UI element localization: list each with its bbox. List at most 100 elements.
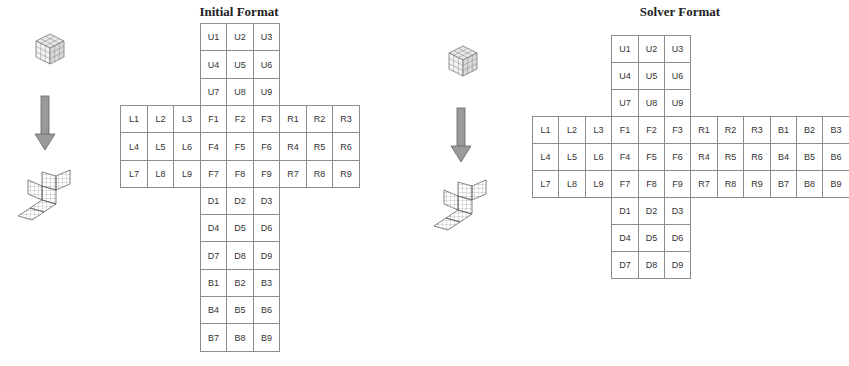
cell-label: L6 bbox=[182, 142, 192, 152]
cell-label: L8 bbox=[155, 169, 165, 179]
cell-label: R1 bbox=[698, 125, 710, 135]
cell-label: B6 bbox=[830, 152, 841, 162]
cell-label: R4 bbox=[287, 142, 299, 152]
face-cell: L6 bbox=[585, 143, 612, 171]
cell-label: B2 bbox=[804, 125, 815, 135]
face-cell: R6 bbox=[743, 143, 771, 171]
face-cell: B9 bbox=[253, 323, 280, 352]
cell-label: B4 bbox=[778, 152, 789, 162]
cell-label: D4 bbox=[619, 233, 631, 243]
cell-label: U8 bbox=[234, 87, 246, 97]
face-cell: D2 bbox=[226, 187, 254, 215]
cell-label: B7 bbox=[778, 179, 789, 189]
cell-label: L7 bbox=[129, 169, 139, 179]
cell-label: L1 bbox=[129, 114, 139, 124]
face-cell: F2 bbox=[226, 105, 254, 133]
cell-label: F6 bbox=[672, 152, 683, 162]
face-cell: D8 bbox=[226, 241, 254, 270]
face-cell: U9 bbox=[253, 78, 280, 106]
cell-label: F1 bbox=[208, 114, 219, 124]
cell-label: B7 bbox=[208, 333, 219, 343]
face-cell: F7 bbox=[200, 160, 227, 188]
cell-label: R1 bbox=[287, 114, 299, 124]
face-cell: B3 bbox=[253, 269, 280, 297]
cell-label: R4 bbox=[698, 152, 710, 162]
cell-label: B3 bbox=[830, 125, 841, 135]
cell-label: U1 bbox=[208, 32, 220, 42]
face-cell: U9 bbox=[664, 89, 691, 117]
cell-label: L2 bbox=[155, 114, 165, 124]
cell-label: U3 bbox=[261, 32, 273, 42]
cell-label: U5 bbox=[234, 60, 246, 70]
face-cell: R5 bbox=[717, 143, 744, 171]
cell-label: U9 bbox=[672, 98, 684, 108]
face-cell: L2 bbox=[147, 105, 174, 133]
cell-label: L8 bbox=[567, 179, 577, 189]
cell-label: R2 bbox=[725, 125, 737, 135]
face-cell: U4 bbox=[200, 50, 227, 79]
face-cell: U1 bbox=[611, 35, 639, 63]
face-cell: D9 bbox=[664, 251, 691, 279]
cell-label: F4 bbox=[208, 142, 219, 152]
cell-label: B2 bbox=[234, 278, 245, 288]
cell-label: L2 bbox=[567, 125, 577, 135]
face-cell: F3 bbox=[253, 105, 280, 133]
face-cell: B4 bbox=[200, 296, 227, 324]
face-cell: L9 bbox=[585, 170, 612, 198]
cell-label: U8 bbox=[646, 98, 658, 108]
cell-label: B6 bbox=[261, 305, 272, 315]
face-cell: B5 bbox=[226, 296, 254, 324]
cell-label: B5 bbox=[234, 305, 245, 315]
cell-label: U2 bbox=[234, 32, 246, 42]
face-cell: R9 bbox=[332, 160, 360, 188]
cell-label: D5 bbox=[646, 233, 658, 243]
cell-label: U6 bbox=[672, 71, 684, 81]
cell-label: L7 bbox=[540, 179, 550, 189]
cell-label: D7 bbox=[208, 251, 220, 261]
face-cell: F6 bbox=[253, 132, 280, 161]
face-cell: B3 bbox=[822, 116, 849, 144]
face-cell: U8 bbox=[638, 89, 665, 117]
face-cell: F8 bbox=[638, 170, 665, 198]
face-cell: L3 bbox=[173, 105, 201, 133]
cell-label: R3 bbox=[340, 114, 352, 124]
cell-label: F3 bbox=[261, 114, 272, 124]
face-cell: R6 bbox=[332, 132, 360, 161]
cell-label: R5 bbox=[725, 152, 737, 162]
face-cell: D9 bbox=[253, 241, 280, 270]
cell-label: D2 bbox=[234, 196, 246, 206]
cell-label: L3 bbox=[182, 114, 192, 124]
face-cell: L5 bbox=[558, 143, 586, 171]
face-cell: U2 bbox=[638, 35, 665, 63]
face-cell: R9 bbox=[743, 170, 771, 198]
cell-label: L3 bbox=[593, 125, 603, 135]
cell-label: U7 bbox=[208, 87, 220, 97]
face-cell: F5 bbox=[638, 143, 665, 171]
cell-label: R7 bbox=[698, 179, 710, 189]
cell-label: D7 bbox=[619, 260, 631, 270]
cell-label: L6 bbox=[593, 152, 603, 162]
cell-label: R8 bbox=[725, 179, 737, 189]
face-cell: B5 bbox=[796, 143, 823, 171]
cell-label: L9 bbox=[182, 169, 192, 179]
face-cell: D3 bbox=[253, 187, 280, 215]
cell-label: B1 bbox=[778, 125, 789, 135]
cell-label: F6 bbox=[261, 142, 272, 152]
cell-label: D4 bbox=[208, 223, 220, 233]
face-cell: F2 bbox=[638, 116, 665, 144]
face-cell: L6 bbox=[173, 132, 201, 161]
cell-label: F5 bbox=[235, 142, 246, 152]
face-cell: F7 bbox=[611, 170, 639, 198]
cell-label: F7 bbox=[208, 169, 219, 179]
cell-label: U4 bbox=[619, 71, 631, 81]
face-cell: R4 bbox=[690, 143, 718, 171]
cell-label: U9 bbox=[261, 87, 273, 97]
face-cell: L3 bbox=[585, 116, 612, 144]
face-cell: U5 bbox=[638, 62, 665, 90]
face-cell: L8 bbox=[558, 170, 586, 198]
cell-label: B4 bbox=[208, 305, 219, 315]
cell-label: U5 bbox=[646, 71, 658, 81]
cell-label: F3 bbox=[672, 125, 683, 135]
face-cell: D6 bbox=[253, 214, 280, 242]
cell-label: D5 bbox=[234, 223, 246, 233]
